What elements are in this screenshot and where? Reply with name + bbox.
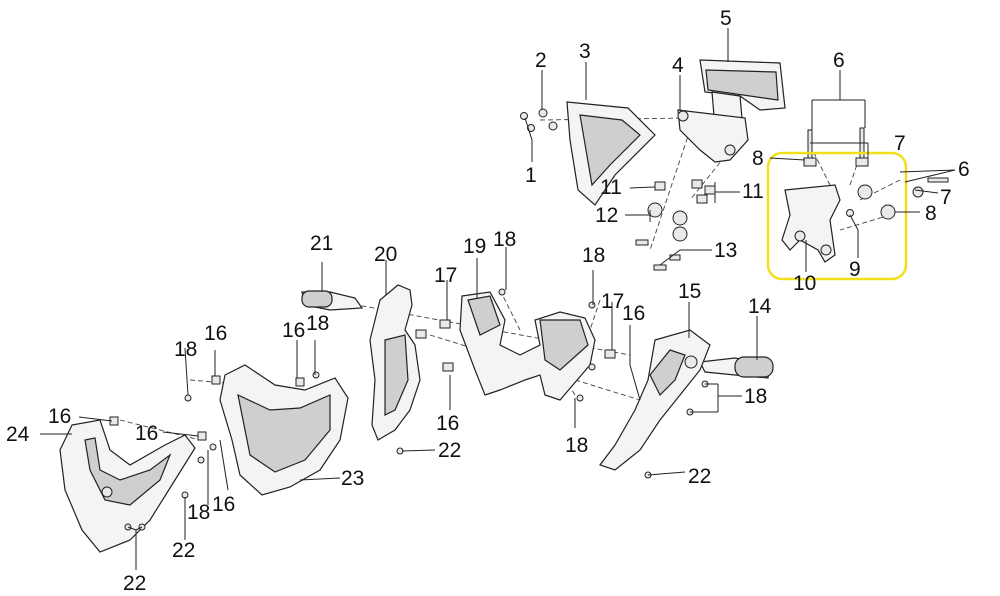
callout-5: 5 <box>720 7 732 30</box>
callout-11-right: 11 <box>742 180 764 203</box>
callout-17-b: 17 <box>601 290 624 313</box>
callout-22-c: 22 <box>172 539 195 562</box>
front-fairing-cowl <box>59 416 207 553</box>
headlight-assembly <box>211 364 349 496</box>
turn-signals <box>301 290 774 379</box>
fasteners-11-12-13 <box>635 179 716 271</box>
callout-18-g: 18 <box>187 501 210 524</box>
callout-16-g: 16 <box>622 302 645 325</box>
callout-9: 9 <box>849 258 861 281</box>
callout-18-e: 18 <box>744 385 767 408</box>
callout-18-c: 18 <box>493 228 516 251</box>
callout-18-f: 18 <box>565 434 588 457</box>
callout-8-right: 8 <box>925 202 937 225</box>
callout-11-left: 11 <box>600 176 622 199</box>
callout-3: 3 <box>579 40 591 63</box>
callout-15: 15 <box>678 280 701 303</box>
callout-10: 10 <box>793 272 816 295</box>
callout-7-right: 7 <box>940 186 952 209</box>
center-front-frame <box>439 291 616 401</box>
cluster-mounting-bracket <box>677 109 749 163</box>
callout-16-e: 16 <box>212 493 235 516</box>
callout-23: 23 <box>341 467 364 490</box>
callout-16-a: 16 <box>204 322 227 345</box>
callout-labels: 1 2 3 4 5 6 7 8 6 7 8 9 10 11 11 12 13 1… <box>6 7 970 595</box>
callout-2: 2 <box>535 49 547 72</box>
callout-16-c: 16 <box>48 405 71 428</box>
callout-1: 1 <box>525 164 537 187</box>
screws-18-22 <box>124 288 709 531</box>
callout-6-top: 6 <box>833 49 845 72</box>
side-cowl-panel <box>599 329 711 471</box>
callout-21: 21 <box>310 232 333 255</box>
callout-18-d: 18 <box>582 244 605 267</box>
callout-16-b: 16 <box>282 319 305 342</box>
callout-20: 20 <box>374 243 397 266</box>
callout-24: 24 <box>6 423 30 446</box>
callout-22-b: 22 <box>688 465 711 488</box>
highlight-frame <box>766 151 908 281</box>
upper-side-panel <box>566 101 656 206</box>
callout-16-f: 16 <box>436 412 459 435</box>
callout-18-b: 18 <box>306 312 329 335</box>
callout-18-a: 18 <box>174 338 197 361</box>
callout-13: 13 <box>714 239 737 262</box>
instrument-cluster <box>699 59 786 119</box>
callout-8-left: 8 <box>752 147 764 170</box>
callout-7-top: 7 <box>894 132 906 155</box>
callout-14: 14 <box>748 295 772 318</box>
callout-16-d: 16 <box>135 422 158 445</box>
callout-22-a: 22 <box>438 439 461 462</box>
inner-air-duct <box>369 284 454 441</box>
callout-22-d: 22 <box>123 572 146 595</box>
leader-lines <box>40 28 956 570</box>
callout-4: 4 <box>672 54 684 77</box>
callout-6-right: 6 <box>958 158 970 181</box>
callout-12: 12 <box>595 204 618 227</box>
screws-1-2 <box>520 108 558 132</box>
callout-19: 19 <box>463 235 486 258</box>
callout-17-a: 17 <box>434 264 457 287</box>
